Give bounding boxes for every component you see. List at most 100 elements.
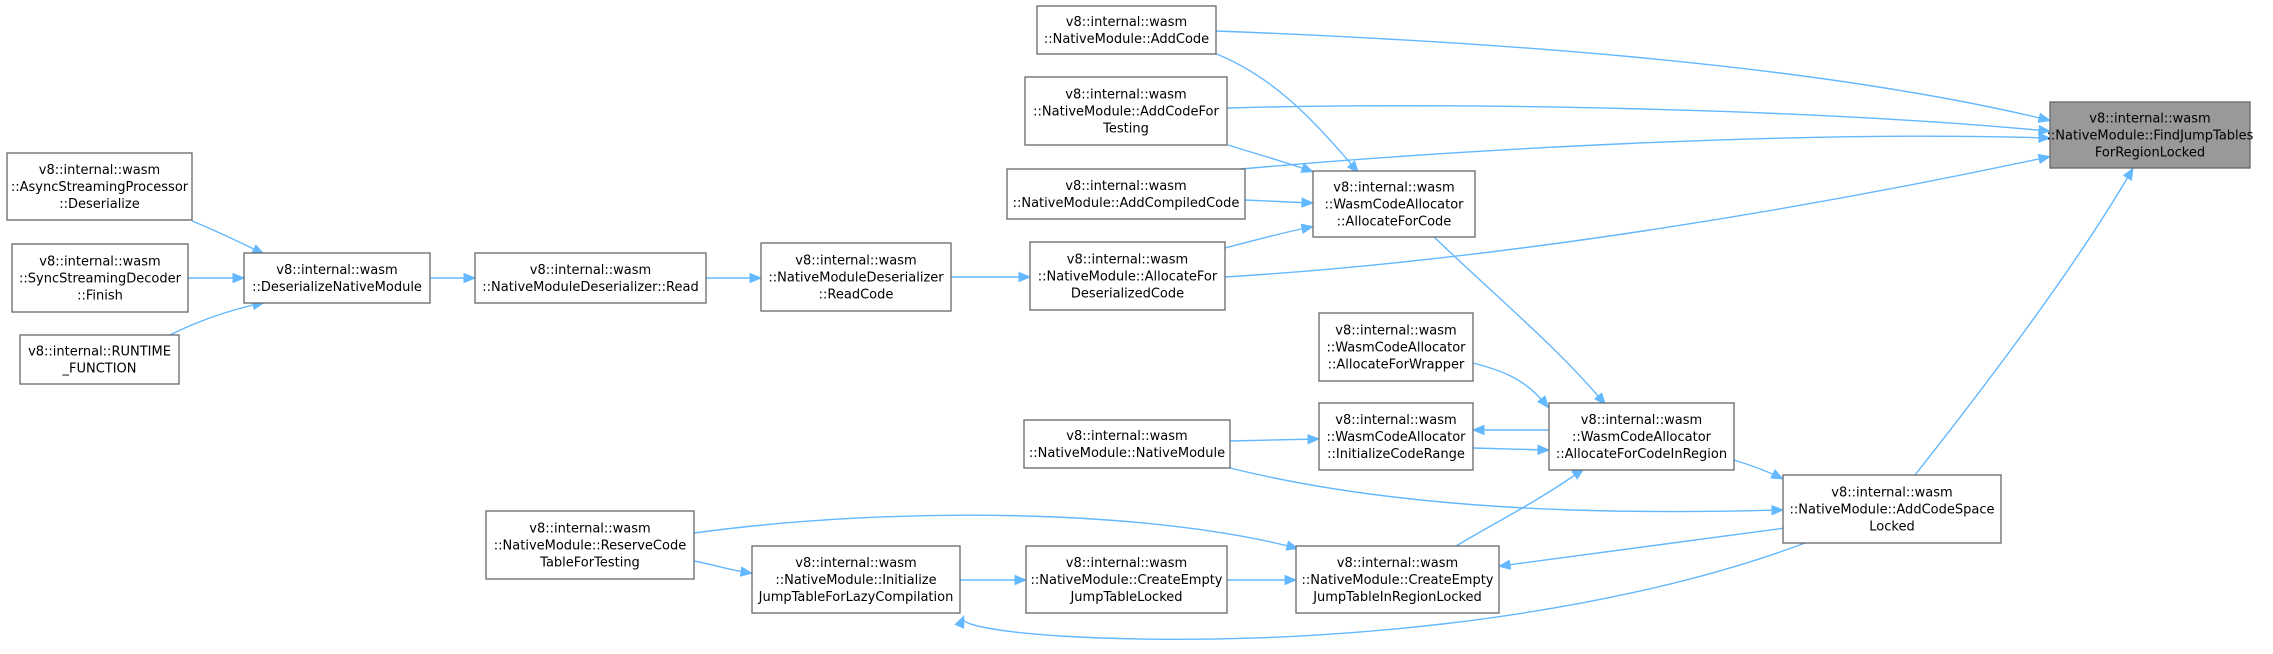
- node-label-line: v8::internal::wasm: [39, 163, 160, 178]
- node-addspace[interactable]: v8::internal::wasm::NativeModule::AddCod…: [1782, 474, 2002, 544]
- call-edge-to-createempty: [960, 574, 1028, 586]
- node-readcode[interactable]: v8::internal::wasm::NativeModuleDeserial…: [760, 242, 952, 312]
- node-label-line: v8::internal::wasm: [1831, 486, 1952, 501]
- node-allocwrapper[interactable]: v8::internal::wasm::WasmCodeAllocator::A…: [1318, 312, 1474, 382]
- node-label-line: Testing: [1102, 122, 1149, 137]
- node-box: [1006, 168, 1246, 220]
- node-label-line: v8::internal::wasm: [795, 254, 916, 269]
- node-label-line: ::NativeModule::NativeModule: [1029, 446, 1225, 461]
- node-nativemodule[interactable]: v8::internal::wasm::NativeModule::Native…: [1023, 419, 1231, 469]
- node-label-line: ::NativeModuleDeserializer: [768, 271, 944, 286]
- call-edge-to-allocforcode: [1244, 197, 1315, 208]
- node-reservetesting[interactable]: v8::internal::wasm::NativeModule::Reserv…: [485, 510, 695, 580]
- arrowhead: [1346, 160, 1360, 174]
- node-box: [1023, 419, 1231, 469]
- node-label-line: ::NativeModule::AddCodeSpace: [1790, 503, 1995, 518]
- node-createempty[interactable]: v8::internal::wasm::NativeModule::Create…: [1025, 545, 1228, 614]
- node-initrange[interactable]: v8::internal::wasm::WasmCodeAllocator::I…: [1318, 402, 1474, 471]
- call-edge-to-createinregion: [693, 514, 1300, 551]
- node-label-line: ::ReadCode: [819, 288, 894, 303]
- arrowhead: [739, 566, 754, 577]
- arrowhead: [1285, 540, 1300, 551]
- arrowhead: [1018, 271, 1032, 283]
- graph-nodes: v8::internal::wasm::NativeModule::FindJu…: [6, 5, 2254, 614]
- edge-line: [693, 514, 1297, 549]
- call-edge-to-initrange: [1229, 433, 1321, 445]
- node-addcode[interactable]: v8::internal::wasm::NativeModule::AddCod…: [1036, 5, 1217, 55]
- node-box: [1024, 76, 1228, 146]
- arrowhead: [463, 272, 477, 284]
- node-addcodefortesting[interactable]: v8::internal::wasm::NativeModule::AddCod…: [1024, 76, 1228, 146]
- node-label-line: v8::internal::wasm: [1335, 413, 1456, 428]
- node-label-line: ::NativeModule::AddCode: [1044, 32, 1209, 47]
- edge-line: [1213, 52, 1358, 172]
- call-edge-to-allocforcode: [1213, 52, 1360, 174]
- node-allocdeser[interactable]: v8::internal::wasm::NativeModule::Alloca…: [1029, 241, 1226, 311]
- node-nmdread[interactable]: v8::internal::wasm::NativeModuleDeserial…: [474, 252, 707, 304]
- node-box: [1782, 474, 2002, 544]
- node-label-line: v8::internal::wasm: [1066, 15, 1187, 30]
- node-label-line: ForRegionLocked: [2095, 146, 2205, 161]
- node-deserialize[interactable]: v8::internal::wasm::DeserializeNativeMod…: [243, 252, 431, 304]
- edge-line: [1229, 135, 2049, 171]
- call-edge-to-initlazy: [693, 560, 754, 577]
- node-box: [751, 545, 961, 614]
- node-createinregion[interactable]: v8::internal::wasm::NativeModule::Create…: [1295, 545, 1500, 614]
- node-box: [1036, 5, 1217, 55]
- node-box: [1318, 402, 1474, 471]
- node-allocforcode[interactable]: v8::internal::wasm::WasmCodeAllocator::A…: [1312, 170, 1476, 238]
- arrowhead: [2037, 112, 2052, 123]
- node-label-line: v8::internal::wasm: [529, 522, 650, 537]
- call-edge-to-find: [1215, 30, 2052, 123]
- node-label-line: v8::internal::wasm: [1066, 556, 1187, 571]
- arrowhead: [1537, 395, 1550, 409]
- node-box: [243, 252, 431, 304]
- node-asyncdeser[interactable]: v8::internal::wasm::AsyncStreamingProces…: [6, 152, 193, 221]
- node-label-line: ::Finish: [77, 289, 123, 304]
- call-edge-to-addspace: [1733, 459, 1784, 480]
- node-label-line: ::NativeModule::AddCompiledCode: [1013, 196, 1240, 211]
- node-runtimefn[interactable]: v8::internal::RUNTIME_FUNCTION: [19, 334, 180, 385]
- arrowhead: [1300, 223, 1315, 234]
- call-edge-to-readcode: [706, 272, 763, 284]
- call-edge-to-allocregion: [1472, 444, 1551, 455]
- node-label-line: ::SyncStreamingDecoder: [19, 272, 182, 287]
- edge-line: [1500, 527, 1786, 567]
- arrowhead: [1770, 469, 1784, 480]
- arrowhead: [232, 272, 246, 284]
- node-initlazy[interactable]: v8::internal::wasm::NativeModule::Initia…: [751, 545, 961, 614]
- call-edge-to-allocregion: [1472, 362, 1550, 409]
- node-box: [1548, 402, 1735, 471]
- arrowhead: [2037, 153, 2052, 165]
- call-edge-to-nmdread: [430, 272, 477, 284]
- edge-line: [962, 542, 1806, 640]
- node-box: [1318, 312, 1474, 382]
- node-label-line: ::NativeModule::FindJumpTables: [2047, 129, 2254, 144]
- node-allocregion[interactable]: v8::internal::wasm::WasmCodeAllocator::A…: [1548, 402, 1735, 471]
- node-label-line: v8::internal::wasm: [1581, 413, 1702, 428]
- call-edge-to-addspace: [1229, 467, 1785, 516]
- node-find[interactable]: v8::internal::wasm::NativeModule::FindJu…: [2047, 101, 2254, 169]
- node-label-line: v8::internal::wasm: [276, 263, 397, 278]
- call-edge-to-find: [1224, 153, 2052, 278]
- node-addcompiled[interactable]: v8::internal::wasm::NativeModule::AddCom…: [1006, 168, 1246, 220]
- node-label-line: v8::internal::wasm: [1065, 179, 1186, 194]
- node-label-line: ::NativeModule::AllocateFor: [1038, 270, 1218, 285]
- edge-line: [1433, 236, 1605, 404]
- node-label-line: ::WasmCodeAllocator: [1572, 430, 1712, 445]
- arrowhead: [1537, 444, 1551, 455]
- node-syncfinish[interactable]: v8::internal::wasm::SyncStreamingDecoder…: [11, 243, 189, 313]
- call-edge-to-find: [1229, 132, 2052, 171]
- node-label-line: DeserializedCode: [1071, 287, 1184, 302]
- arrowhead: [1284, 574, 1298, 586]
- node-box: [474, 252, 707, 304]
- arrowhead: [1300, 162, 1315, 173]
- call-edge-to-deserialize: [188, 272, 246, 284]
- node-box: [1295, 545, 1500, 614]
- node-label-line: v8::internal::wasm: [1067, 253, 1188, 268]
- arrowhead: [1014, 574, 1028, 586]
- edge-line: [1244, 199, 1312, 204]
- node-label-line: ::NativeModule::AddCodeFor: [1033, 105, 1219, 120]
- node-label-line: Locked: [1869, 520, 1914, 535]
- arrowhead: [1471, 424, 1485, 436]
